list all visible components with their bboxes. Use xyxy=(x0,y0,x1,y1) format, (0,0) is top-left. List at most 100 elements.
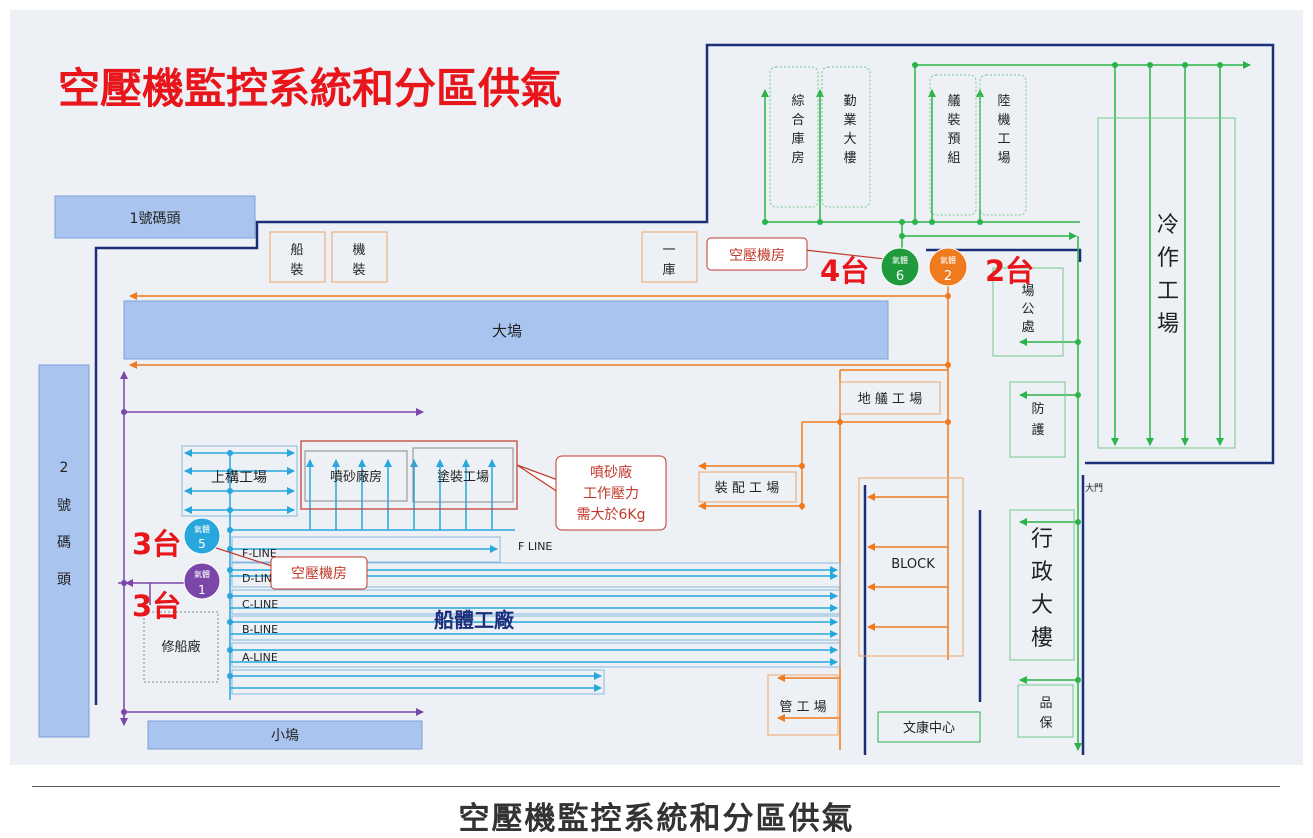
block-label: BLOCK xyxy=(891,557,935,572)
a-line-label: A-LINE xyxy=(242,651,278,664)
cold-work-char: 作 xyxy=(1157,246,1179,271)
small-dock-box xyxy=(147,720,423,750)
callout-note-pointer xyxy=(516,464,559,494)
field-office-char: 場 xyxy=(1021,284,1034,299)
callout-note-line: 需大於6Kg xyxy=(577,507,646,523)
pipe-shop-label: 管 工 場 xyxy=(779,700,826,715)
green-junctions xyxy=(762,62,1223,683)
plant-layout-diagram: 空壓機監控系統和分區供氣 1號碼頭 2 號 碼 頭 大塢 小塢 船 裝 機 裝 … xyxy=(10,10,1303,765)
painting-label: 塗裝工場 xyxy=(437,469,489,485)
callout-top-text: 空壓機房 xyxy=(729,248,785,264)
service-building-char: 業 xyxy=(843,112,856,128)
pipe-shop-box xyxy=(767,674,839,736)
f-line-end-label: F LINE xyxy=(518,540,552,553)
purple-air-lines xyxy=(118,371,424,726)
f-line-label: F-LINE xyxy=(242,547,277,560)
tank-2-count: 2台 xyxy=(985,254,1034,288)
outfit-prefab-char: 預 xyxy=(947,132,960,147)
protection-char: 護 xyxy=(1031,422,1044,438)
sandblast-box xyxy=(304,450,408,502)
repair-label: 修船廠 xyxy=(161,639,200,655)
general-warehouse-char: 合 xyxy=(791,113,804,128)
small-dock-label: 小塢 xyxy=(271,728,299,744)
d-line-label: D-LINE xyxy=(242,572,279,585)
green-building-labels: 綜 合 庫 房 勤 業 大 樓 艤 裝 預 組 陸 機 工 場 場 公 處 防 … xyxy=(791,93,1052,731)
tank-6[interactable]: 氣體 6 xyxy=(880,247,920,287)
general-warehouse-char: 房 xyxy=(791,150,804,166)
assembly-label: 裝 配 工 場 xyxy=(715,481,779,496)
gate-label: 大門 xyxy=(1085,482,1103,494)
outfit-prefab-char: 組 xyxy=(947,151,960,166)
admin-char: 行 xyxy=(1031,527,1053,552)
tank-2[interactable]: 氣體 2 xyxy=(928,247,968,287)
callout-top-box xyxy=(706,237,808,271)
service-building-char: 樓 xyxy=(843,151,856,166)
tank-5-number: 5 xyxy=(198,537,206,551)
service-building-char: 勤 xyxy=(843,94,856,109)
tank-6-number: 6 xyxy=(896,269,904,284)
machine-outfit-box xyxy=(331,231,388,283)
warehouse1-box xyxy=(641,231,698,283)
land-machine-char: 工 xyxy=(997,132,1010,147)
green-buildings-solid xyxy=(992,117,1236,738)
admin-char: 政 xyxy=(1031,560,1053,585)
field-office-char: 公 xyxy=(1021,302,1034,317)
tank-1-number: 1 xyxy=(198,583,206,597)
callout-note-line: 工作壓力 xyxy=(583,486,639,502)
cold-work-char: 冷 xyxy=(1157,213,1179,238)
admin-char: 大 xyxy=(1031,593,1053,618)
machine-outfit-char: 裝 xyxy=(352,263,365,278)
culture-center-box xyxy=(877,711,981,743)
callout-top-pointer xyxy=(804,249,895,261)
painting-box xyxy=(412,447,514,503)
c-line-label: C-LINE xyxy=(242,598,278,611)
b-line-label: B-LINE xyxy=(242,623,278,636)
cold-work-char: 場 xyxy=(1157,312,1179,337)
ground-outfit-label: 地 艤 工 場 xyxy=(858,391,922,407)
ship-outfit-char: 裝 xyxy=(290,263,303,278)
tank-5-label: 氣體 xyxy=(194,524,210,534)
callout-left-pointer xyxy=(209,545,273,567)
warehouse1-char: 庫 xyxy=(662,263,675,278)
cyan-junctions xyxy=(227,450,233,679)
hull-factory-label: 船體工廠 xyxy=(434,608,515,632)
large-building-labels: 冷 作 工 場 行 政 大 樓 xyxy=(1031,213,1179,651)
tank-1-count: 3台 xyxy=(132,589,181,623)
pier2-char: 號 xyxy=(57,498,71,514)
sandblast-label: 噴砂廠房 xyxy=(330,469,382,485)
general-warehouse-char: 庫 xyxy=(791,132,804,147)
pier2-char: 2 xyxy=(60,460,69,476)
block-box xyxy=(858,477,964,657)
land-machine-char: 陸 xyxy=(997,93,1010,109)
callout-left-text: 空壓機房 xyxy=(291,566,347,582)
outfit-prefab-char: 裝 xyxy=(947,113,960,128)
tank-5[interactable]: 氣體 5 xyxy=(183,517,221,555)
ground-outfit-box xyxy=(839,381,941,415)
caption-divider xyxy=(32,786,1280,787)
sandblast-group-frame xyxy=(300,440,518,510)
land-machine-char: 場 xyxy=(997,151,1010,166)
ship-outfit-box xyxy=(269,231,326,283)
tank-1-label: 氣體 xyxy=(194,569,210,579)
tank-1[interactable]: 氣體 1 xyxy=(183,562,221,600)
tank-5-count: 3台 xyxy=(132,527,181,561)
tank-2-number: 2 xyxy=(944,269,952,284)
general-warehouse-char: 綜 xyxy=(791,94,804,109)
green-air-lines xyxy=(761,61,1251,751)
protection-char: 防 xyxy=(1031,401,1044,417)
field-office-char: 處 xyxy=(1021,320,1034,335)
culture-center-label: 文康中心 xyxy=(903,720,955,736)
upper-structure-label: 上構工場 xyxy=(211,470,267,486)
line-labels: F-LINE F LINE D-LINE C-LINE B-LINE A-LIN… xyxy=(242,540,552,664)
admin-char: 樓 xyxy=(1031,626,1053,651)
tank-6-label: 氣體 xyxy=(892,255,908,265)
orange-air-lines xyxy=(129,255,949,750)
warehouse1-char: 一 xyxy=(662,243,675,258)
quality-char: 保 xyxy=(1039,716,1052,731)
green-buildings xyxy=(769,66,1027,216)
cold-work-char: 工 xyxy=(1157,279,1179,304)
callout-note-box xyxy=(555,455,667,531)
quality-char: 品 xyxy=(1039,696,1052,711)
big-dock-box xyxy=(123,300,889,360)
site-boundary xyxy=(94,43,1275,755)
